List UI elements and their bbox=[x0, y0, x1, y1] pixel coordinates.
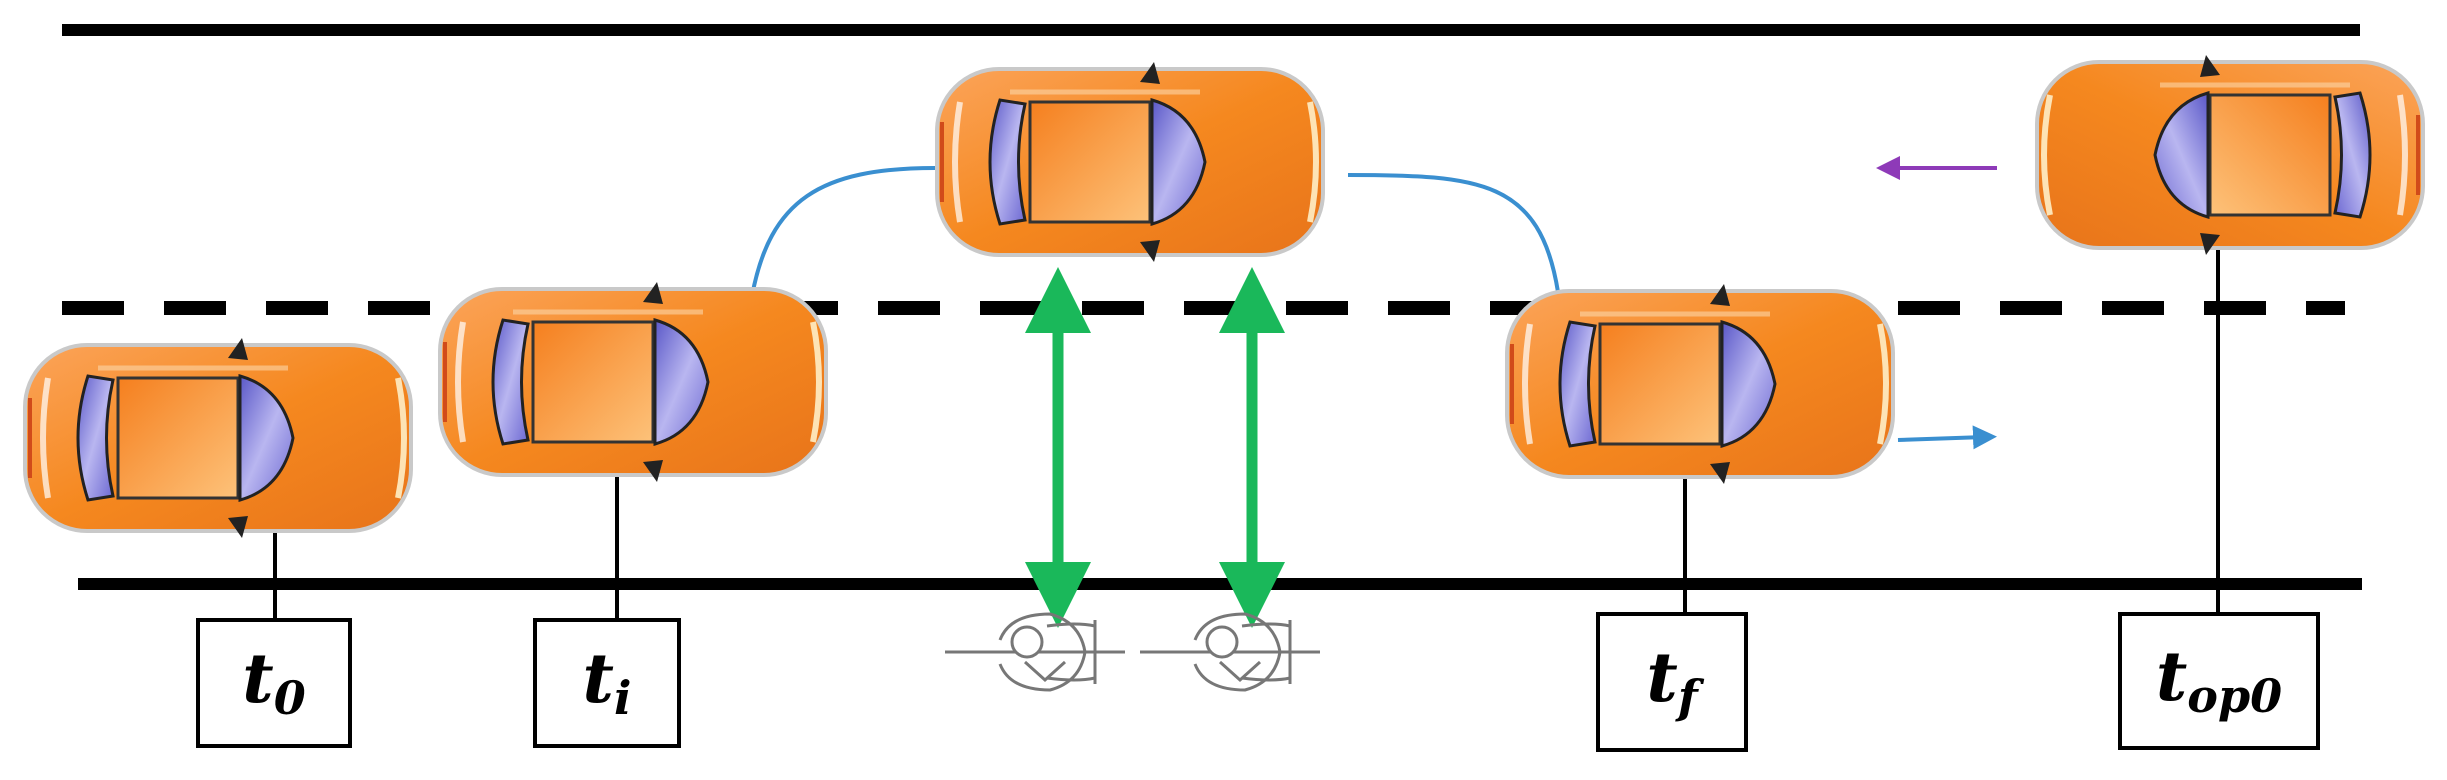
car-icon-tf bbox=[1507, 284, 1893, 484]
car-icon-ti bbox=[440, 282, 826, 482]
label-t0: t0 bbox=[196, 618, 352, 748]
label-t0-sub: 0 bbox=[273, 671, 306, 725]
label-ti-base: t bbox=[582, 639, 614, 719]
label-top0-base: t bbox=[2155, 637, 2188, 717]
label-tf-sub: f bbox=[1677, 670, 1698, 724]
label-tf-base: t bbox=[1646, 638, 1678, 718]
overtake-trajectory-up bbox=[750, 166, 936, 297]
bicycle-icon-1 bbox=[943, 612, 1127, 692]
bicycle-icon-2 bbox=[1138, 612, 1322, 692]
label-t0-base: t bbox=[242, 639, 274, 719]
label-ti: ti bbox=[533, 618, 681, 748]
label-ti-sub: i bbox=[613, 671, 632, 725]
car-icon-oncoming bbox=[2037, 55, 2423, 255]
car-icon-overtaking bbox=[937, 62, 1323, 262]
label-tf: tf bbox=[1596, 612, 1748, 752]
label-top0-sub: op0 bbox=[2187, 669, 2283, 723]
car-icon-t0 bbox=[25, 338, 411, 538]
ego-direction-arrow-icon bbox=[1897, 425, 1997, 450]
overtake-trajectory-down bbox=[1347, 173, 1560, 293]
label-top0: top0 bbox=[2118, 612, 2320, 750]
